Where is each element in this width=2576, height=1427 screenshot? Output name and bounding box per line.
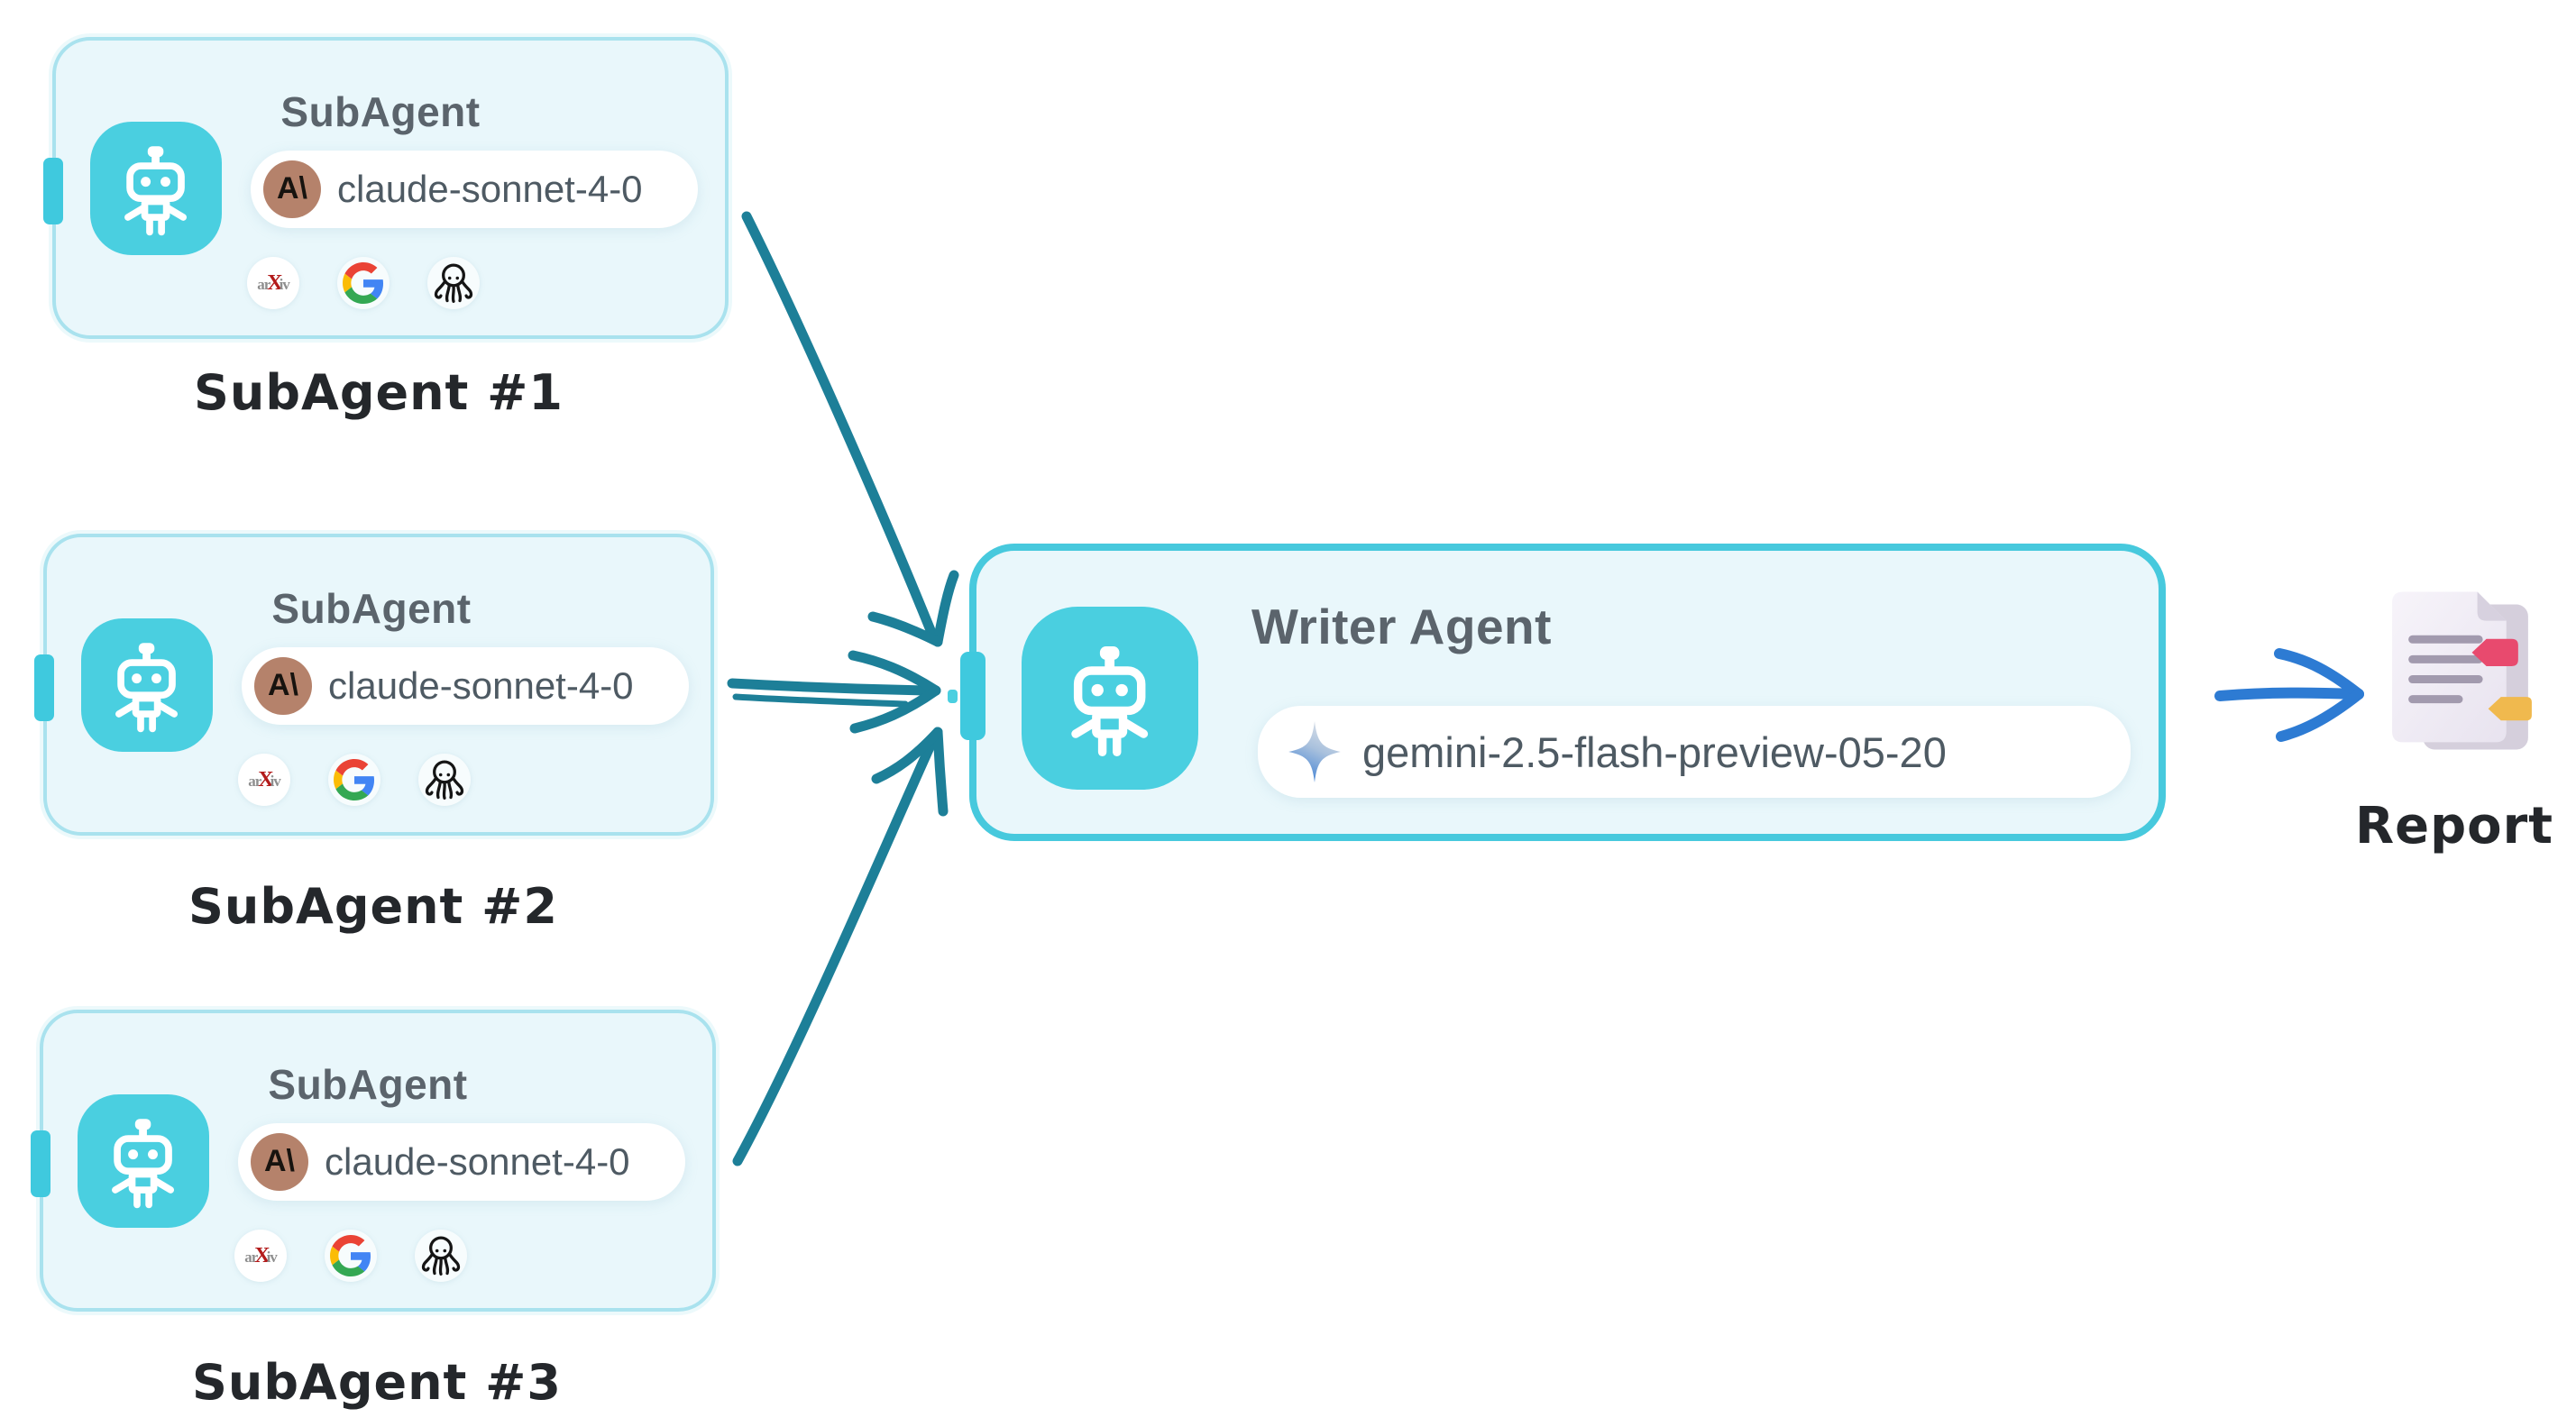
edge-writer-report (2214, 648, 2364, 742)
robot-icon (78, 1094, 209, 1228)
subagent-3-caption: SubAgent #3 (192, 1354, 562, 1411)
subagent-2-caption: SubAgent #2 (188, 878, 558, 935)
subagent-1-caption: SubAgent #1 (194, 364, 564, 421)
report-caption: Report (2354, 797, 2554, 855)
writer-agent-node[interactable]: Writer Agent (948, 544, 2166, 841)
subagent-node-1[interactable]: SubAgent A\ claude-sonnet-4-0 (43, 37, 729, 339)
node-handle-left[interactable] (43, 158, 63, 224)
robot-icon (81, 618, 213, 752)
edge-subagent3-writer (732, 727, 949, 1166)
edge-connection-dot (948, 690, 958, 703)
subagent-node-3[interactable]: SubAgent A\ claude-sonnet-4-0 (31, 1010, 716, 1312)
model-pill: A\ claude-sonnet-4-0 (238, 1123, 685, 1201)
robot-icon (1022, 607, 1198, 790)
tool-icons-row: arXiv (234, 1230, 467, 1282)
anthropic-mark: A\ (277, 170, 307, 206)
model-name: gemini-2.5-flash-preview-05-20 (1362, 727, 1947, 776)
octopus-icon (418, 754, 471, 806)
arxiv-icon: arXiv (247, 257, 299, 309)
model-pill: gemini-2.5-flash-preview-05-20 (1258, 706, 2131, 798)
arxiv-icon: arXiv (238, 754, 290, 806)
arxiv-icon: arXiv (234, 1230, 287, 1282)
robot-icon (90, 122, 222, 255)
model-pill: A\ claude-sonnet-4-0 (242, 647, 689, 725)
node-handle-left[interactable] (31, 1130, 50, 1197)
node-title: SubAgent (271, 585, 472, 632)
node-handle-left[interactable] (960, 652, 985, 740)
model-name: claude-sonnet-4-0 (328, 664, 634, 707)
gemini-star-icon (1288, 721, 1341, 782)
edge-subagent1-writer (741, 211, 959, 647)
node-title: Writer Agent (1251, 599, 1552, 654)
octopus-icon (427, 257, 480, 309)
tool-icons-row: arXiv (238, 754, 471, 806)
anthropic-logo-icon: A\ (254, 657, 312, 715)
anthropic-mark: A\ (264, 1143, 295, 1178)
model-pill: A\ claude-sonnet-4-0 (251, 151, 698, 228)
google-icon (328, 754, 380, 806)
model-name: claude-sonnet-4-0 (325, 1140, 630, 1183)
tool-icons-row: arXiv (247, 257, 480, 309)
node-handle-left[interactable] (34, 654, 54, 721)
anthropic-logo-icon: A\ (251, 1133, 308, 1191)
anthropic-mark: A\ (268, 667, 298, 702)
edge-subagent2-writer (727, 650, 941, 734)
subagent-node-2[interactable]: SubAgent A\ claude-sonnet-4-0 (34, 534, 714, 836)
node-title: SubAgent (280, 88, 481, 135)
google-icon (325, 1230, 377, 1282)
octopus-icon (415, 1230, 467, 1282)
report-document-icon[interactable] (2385, 588, 2544, 761)
model-name: claude-sonnet-4-0 (337, 168, 643, 210)
node-title: SubAgent (268, 1061, 468, 1108)
anthropic-logo-icon: A\ (263, 160, 321, 218)
google-icon (337, 257, 390, 309)
